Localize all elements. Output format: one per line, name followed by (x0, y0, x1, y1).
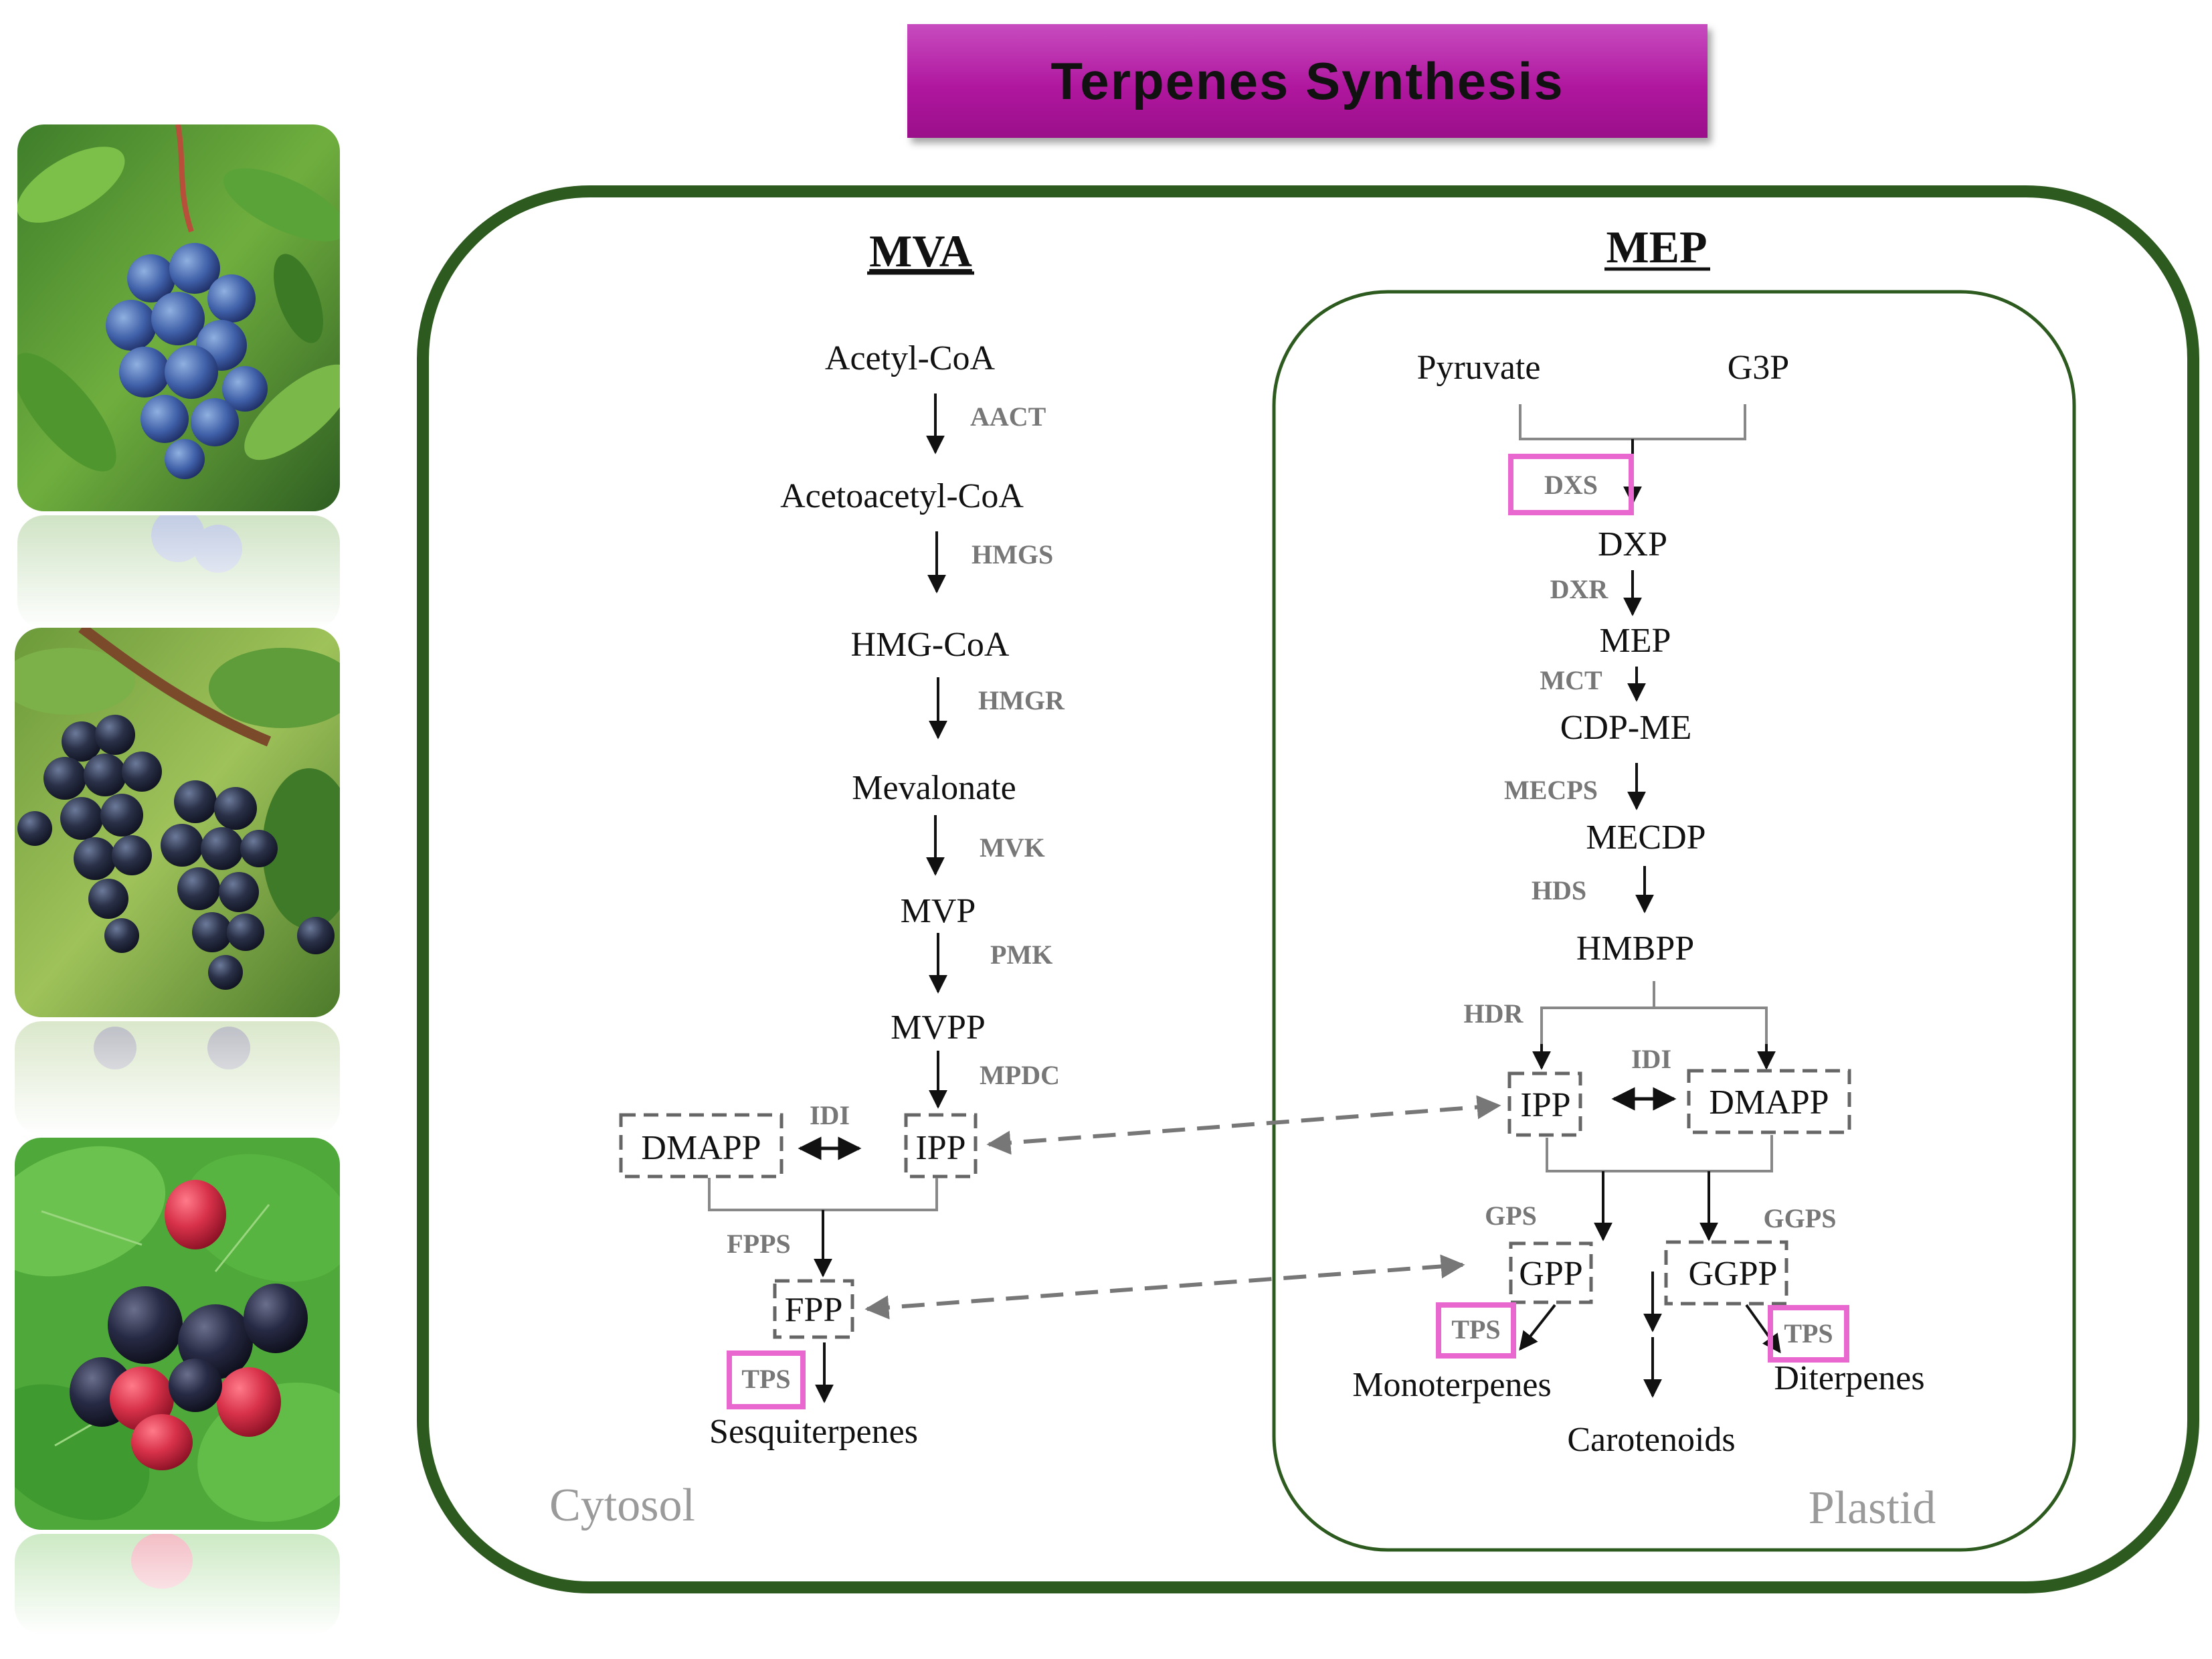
grape-photo (15, 628, 340, 1017)
enzyme-mpdc: MPDC (980, 1060, 1060, 1090)
mep-ipp: IPP (1520, 1086, 1570, 1124)
cytosol-boundary (417, 185, 2199, 1593)
mva-idi: IDI (810, 1100, 850, 1130)
blackberry-photo (15, 1138, 340, 1530)
arrow-ggpp-di (1745, 1304, 1781, 1354)
metabolite-acetoacetyl-coa: Acetoacetyl-CoA (780, 477, 1024, 515)
metabolite-gpp: GPP (1519, 1255, 1582, 1293)
metabolite-mvp: MVP (901, 892, 976, 930)
product-monoterpenes: Monoterpenes (1352, 1366, 1551, 1404)
enzyme-ggps: GGPS (1764, 1203, 1837, 1233)
metabolite-mevalonate: Mevalonate (852, 769, 1016, 807)
metabolite-dxp: DXP (1598, 525, 1667, 563)
di-tps-highlight (1768, 1305, 1849, 1363)
metabolite-hmbpp: HMBPP (1576, 930, 1694, 968)
mep-dmapp-box (1687, 1069, 1851, 1134)
plastid-boundary (1272, 290, 2076, 1552)
mep-ipp-dmapp-bracket (1546, 1135, 1773, 1172)
product-sesquiterpenes: Sesquiterpenes (709, 1413, 918, 1451)
enzyme-fpps: FPPS (727, 1229, 791, 1259)
fpp-box (773, 1279, 854, 1339)
enzyme-aact: AACT (970, 402, 1046, 432)
mva-dmapp: DMAPP (641, 1129, 761, 1167)
ipp-exchange-arrow (986, 1095, 1501, 1155)
enzyme-hmgs: HMGS (972, 539, 1053, 570)
enzyme-dxr: DXR (1550, 574, 1609, 604)
enzyme-mct: MCT (1540, 665, 1602, 695)
enzyme-gps: GPS (1485, 1201, 1537, 1231)
metabolite-mep: MEP (1600, 622, 1671, 660)
mva-tps-highlight (727, 1350, 806, 1409)
blueberry-photo (17, 124, 340, 511)
mva-ipp-box (904, 1113, 978, 1178)
metabolite-ggpp: GGPP (1689, 1255, 1778, 1293)
dxs-highlight (1508, 454, 1634, 515)
di-tps: TPS (1784, 1318, 1833, 1348)
enzyme-pmk: PMK (990, 940, 1052, 970)
enzyme-hdr: HDR (1464, 998, 1524, 1029)
ggpp-box (1664, 1240, 1788, 1306)
product-carotenoids: Carotenoids (1567, 1421, 1735, 1459)
arrow-gpp-mono (1519, 1304, 1556, 1351)
metabolite-mvpp: MVPP (891, 1009, 986, 1047)
mep-idi: IDI (1631, 1044, 1671, 1074)
enzyme-mvk: MVK (980, 833, 1045, 863)
mono-tps: TPS (1451, 1314, 1500, 1344)
blueberry-reflection (17, 515, 340, 629)
product-diterpenes: Diterpenes (1774, 1359, 1924, 1397)
mva-dmapp-box (619, 1113, 784, 1178)
title-banner: Terpenes Synthesis (907, 24, 1708, 138)
mep-ipp-box (1507, 1071, 1582, 1137)
enzyme-hds: HDS (1532, 875, 1586, 905)
mva-ipp: IPP (915, 1129, 965, 1167)
mva-bracket (708, 1178, 938, 1211)
fpp-gpp-exchange-arrow (864, 1254, 1465, 1320)
blackberry-reflection (15, 1534, 340, 1634)
metabolite-cdp-me: CDP-ME (1560, 709, 1691, 747)
cytosol-label: Cytosol (549, 1480, 695, 1531)
mep-input-bracket (1519, 404, 1746, 440)
mep-heading: MEP (1606, 222, 1707, 272)
enzyme-hmgr: HMGR (978, 685, 1065, 715)
grape-reflection (15, 1021, 340, 1135)
mep-dmapp: DMAPP (1709, 1083, 1829, 1122)
enzyme-dxs: DXS (1544, 470, 1598, 500)
enzyme-mecps: MECPS (1504, 775, 1598, 805)
metabolite-pyruvate: Pyruvate (1417, 349, 1541, 387)
metabolite-acetyl-coa: Acetyl-CoA (825, 339, 996, 377)
mva-heading: MVA (869, 226, 972, 276)
mono-tps-highlight (1436, 1302, 1516, 1359)
hdr-bracket (1540, 1007, 1768, 1067)
diagram-title: Terpenes Synthesis (1050, 51, 1564, 110)
metabolite-g3p: G3P (1728, 349, 1789, 387)
metabolite-mecdp: MECDP (1586, 818, 1706, 857)
metabolite-hmg-coa: HMG-CoA (851, 626, 1010, 664)
metabolite-fpp: FPP (785, 1291, 843, 1329)
plastid-label: Plastid (1809, 1482, 1936, 1534)
mva-tps: TPS (741, 1364, 790, 1394)
